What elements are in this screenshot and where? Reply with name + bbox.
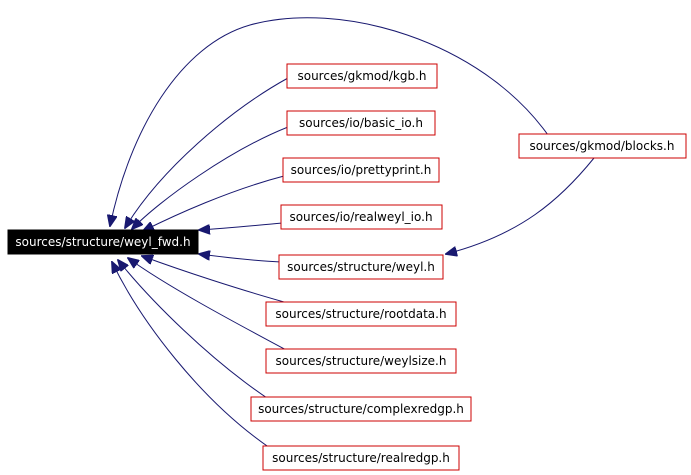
node-realredgp-label: sources/structure/realredgp.h: [272, 451, 450, 465]
edge-weyl: [199, 254, 282, 263]
node-rootdata-label: sources/structure/rootdata.h: [275, 307, 446, 321]
edge-blocks-root: [110, 17, 549, 226]
edge-rootdata: [142, 256, 296, 306]
edge-realredgp: [112, 262, 271, 449]
edge-complexredgp: [118, 260, 271, 401]
node-complexredgp-label: sources/structure/complexredgp.h: [258, 402, 464, 416]
node-blocks[interactable]: sources/gkmod/blocks.h: [518, 133, 687, 159]
edge-blocks-weyl: [446, 157, 595, 254]
node-blocks-label: sources/gkmod/blocks.h: [530, 139, 675, 153]
node-realweyl_io-label: sources/io/realweyl_io.h: [289, 210, 432, 224]
node-weyl[interactable]: sources/structure/weyl.h: [278, 254, 444, 280]
node-weylsize-label: sources/structure/weylsize.h: [276, 354, 447, 368]
node-realredgp[interactable]: sources/structure/realredgp.h: [262, 445, 460, 471]
node-prettyprint[interactable]: sources/io/prettyprint.h: [282, 157, 440, 183]
node-basic_io[interactable]: sources/io/basic_io.h: [286, 110, 436, 136]
node-kgb-label: sources/gkmod/kgb.h: [297, 69, 426, 83]
edge-weylsize: [128, 258, 291, 353]
node-prettyprint-label: sources/io/prettyprint.h: [291, 163, 432, 177]
edge-realweyl_io: [199, 222, 284, 230]
node-rootdata[interactable]: sources/structure/rootdata.h: [265, 301, 457, 327]
edge-kgb: [125, 77, 289, 228]
node-complexredgp[interactable]: sources/structure/complexredgp.h: [250, 396, 472, 422]
node-weyl-label: sources/structure/weyl.h: [287, 260, 435, 274]
edges: [110, 17, 595, 449]
node-weylsize[interactable]: sources/structure/weylsize.h: [265, 348, 457, 374]
edge-prettyprint: [143, 175, 285, 231]
node-realweyl_io[interactable]: sources/io/realweyl_io.h: [280, 204, 443, 230]
root-node-label: sources/structure/weyl_fwd.h: [15, 235, 190, 249]
node-basic_io-label: sources/io/basic_io.h: [299, 116, 423, 130]
edge-basic_io: [132, 126, 289, 229]
root-node[interactable]: sources/structure/weyl_fwd.h: [7, 229, 199, 255]
node-kgb[interactable]: sources/gkmod/kgb.h: [286, 63, 438, 89]
